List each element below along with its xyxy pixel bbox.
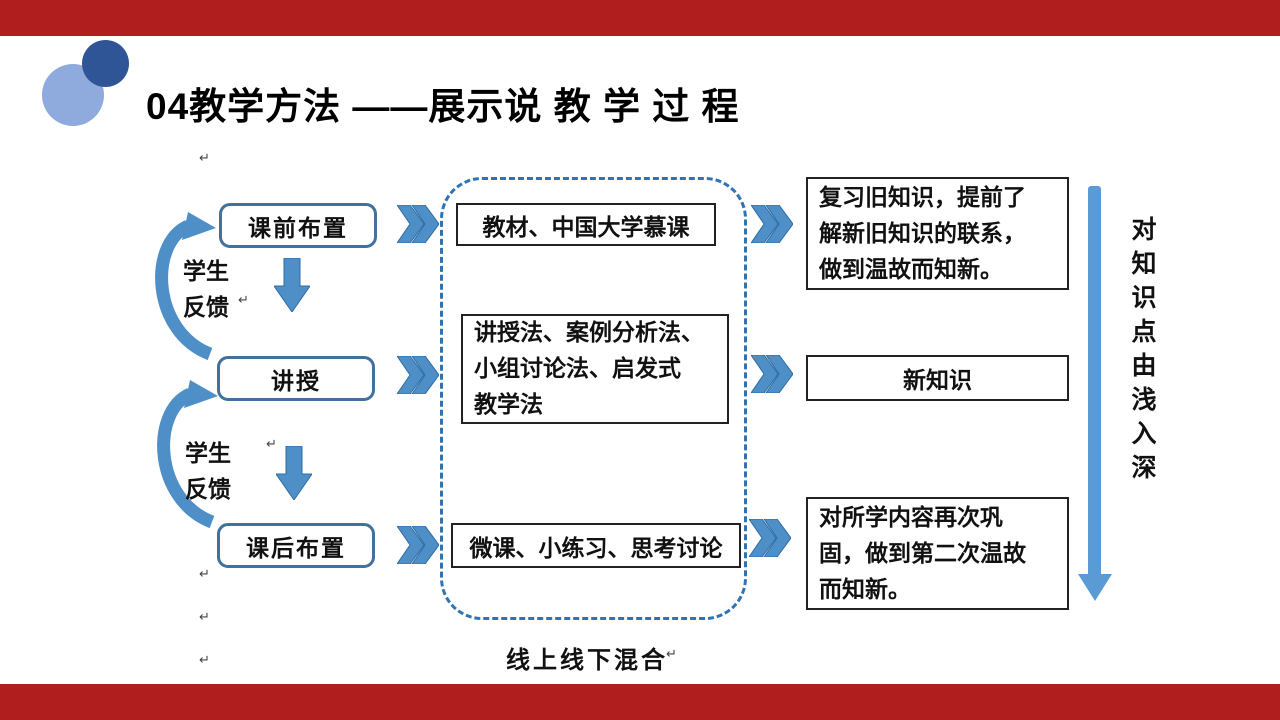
blended-learning-note: 线上线下混合 [506, 648, 668, 674]
feedback-curve-arrow-icon [155, 212, 216, 361]
chevron-right-icon [397, 205, 439, 243]
chevron-right-icon [397, 356, 439, 394]
paragraph-mark-icon: ↵ [666, 647, 677, 662]
down-arrow-icon [274, 258, 310, 312]
paragraph-mark-icon: ↵ [199, 610, 210, 625]
chevron-right-icon [751, 355, 793, 393]
bottom-accent-bar [0, 684, 1280, 720]
method-box-postclass: 微课、小练习、思考讨论 [451, 523, 741, 568]
method-box-preclass: 教材、中国大学慕课 [456, 203, 716, 246]
outcome-box-review: 复习旧知识，提前了 解新旧知识的联系， 做到温故而知新。 [806, 177, 1069, 290]
depth-arrow-shaft [1088, 186, 1101, 576]
paragraph-mark-icon: ↵ [199, 653, 210, 668]
outcome-box-consolidate: 对所学内容再次巩 固，做到第二次温故 而知新。 [806, 497, 1069, 610]
depth-vertical-label: 对 知 识 点 由 浅 入 深 [1131, 217, 1157, 482]
feedback-curve-arrow-icon [157, 380, 218, 529]
stage-box-post-class: 课后布置 [217, 523, 375, 568]
feedback-label: 学生 反馈 [185, 441, 231, 502]
feedback-label: 学生 反馈 [183, 259, 229, 320]
down-arrow-icon [276, 446, 312, 500]
paragraph-mark-icon: ↵ [199, 151, 210, 166]
chevron-right-icon [749, 519, 791, 557]
paragraph-mark-icon: ↵ [266, 437, 277, 452]
stage-box-lecture: 讲授 [217, 356, 375, 401]
slide-title: 04教学方法 ——展示说 教 学 过 程 [146, 86, 740, 127]
chevron-right-icon [397, 526, 439, 564]
decorative-circle-dark [82, 40, 129, 87]
paragraph-mark-icon: ↵ [199, 567, 210, 582]
method-box-lecture: 讲授法、案例分析法、 小组讨论法、启发式 教学法 [461, 314, 729, 424]
stage-box-pre-class: 课前布置 [219, 203, 377, 248]
blended-learning-container [440, 177, 747, 620]
outcome-box-new-knowledge: 新知识 [806, 355, 1069, 401]
paragraph-mark-icon: ↵ [238, 293, 249, 308]
depth-arrow-head-icon [1078, 574, 1112, 601]
chevron-right-icon [751, 205, 793, 243]
top-accent-bar [0, 0, 1280, 36]
